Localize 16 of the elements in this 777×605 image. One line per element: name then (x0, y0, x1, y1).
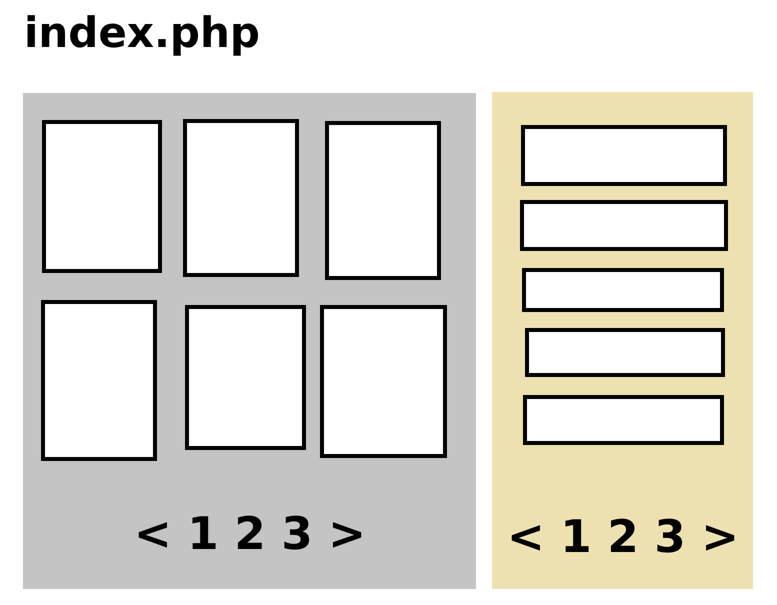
list-item-placeholder (525, 328, 725, 377)
card-placeholder (185, 305, 306, 450)
card-placeholder (325, 121, 441, 280)
pagination: < 1 2 3 > (507, 514, 740, 559)
list-item-placeholder (522, 268, 724, 312)
list-item-placeholder (520, 200, 728, 251)
card-placeholder (320, 305, 447, 458)
list-item-placeholder (523, 395, 724, 445)
list-item-placeholder (521, 125, 727, 186)
content-panel (23, 93, 476, 589)
card-placeholder (41, 300, 157, 461)
card-placeholder (42, 120, 162, 273)
sidebar-panel (492, 92, 753, 589)
pagination: < 1 2 3 > (134, 511, 366, 556)
card-placeholder (183, 119, 299, 277)
page-title: index.php (24, 10, 260, 56)
